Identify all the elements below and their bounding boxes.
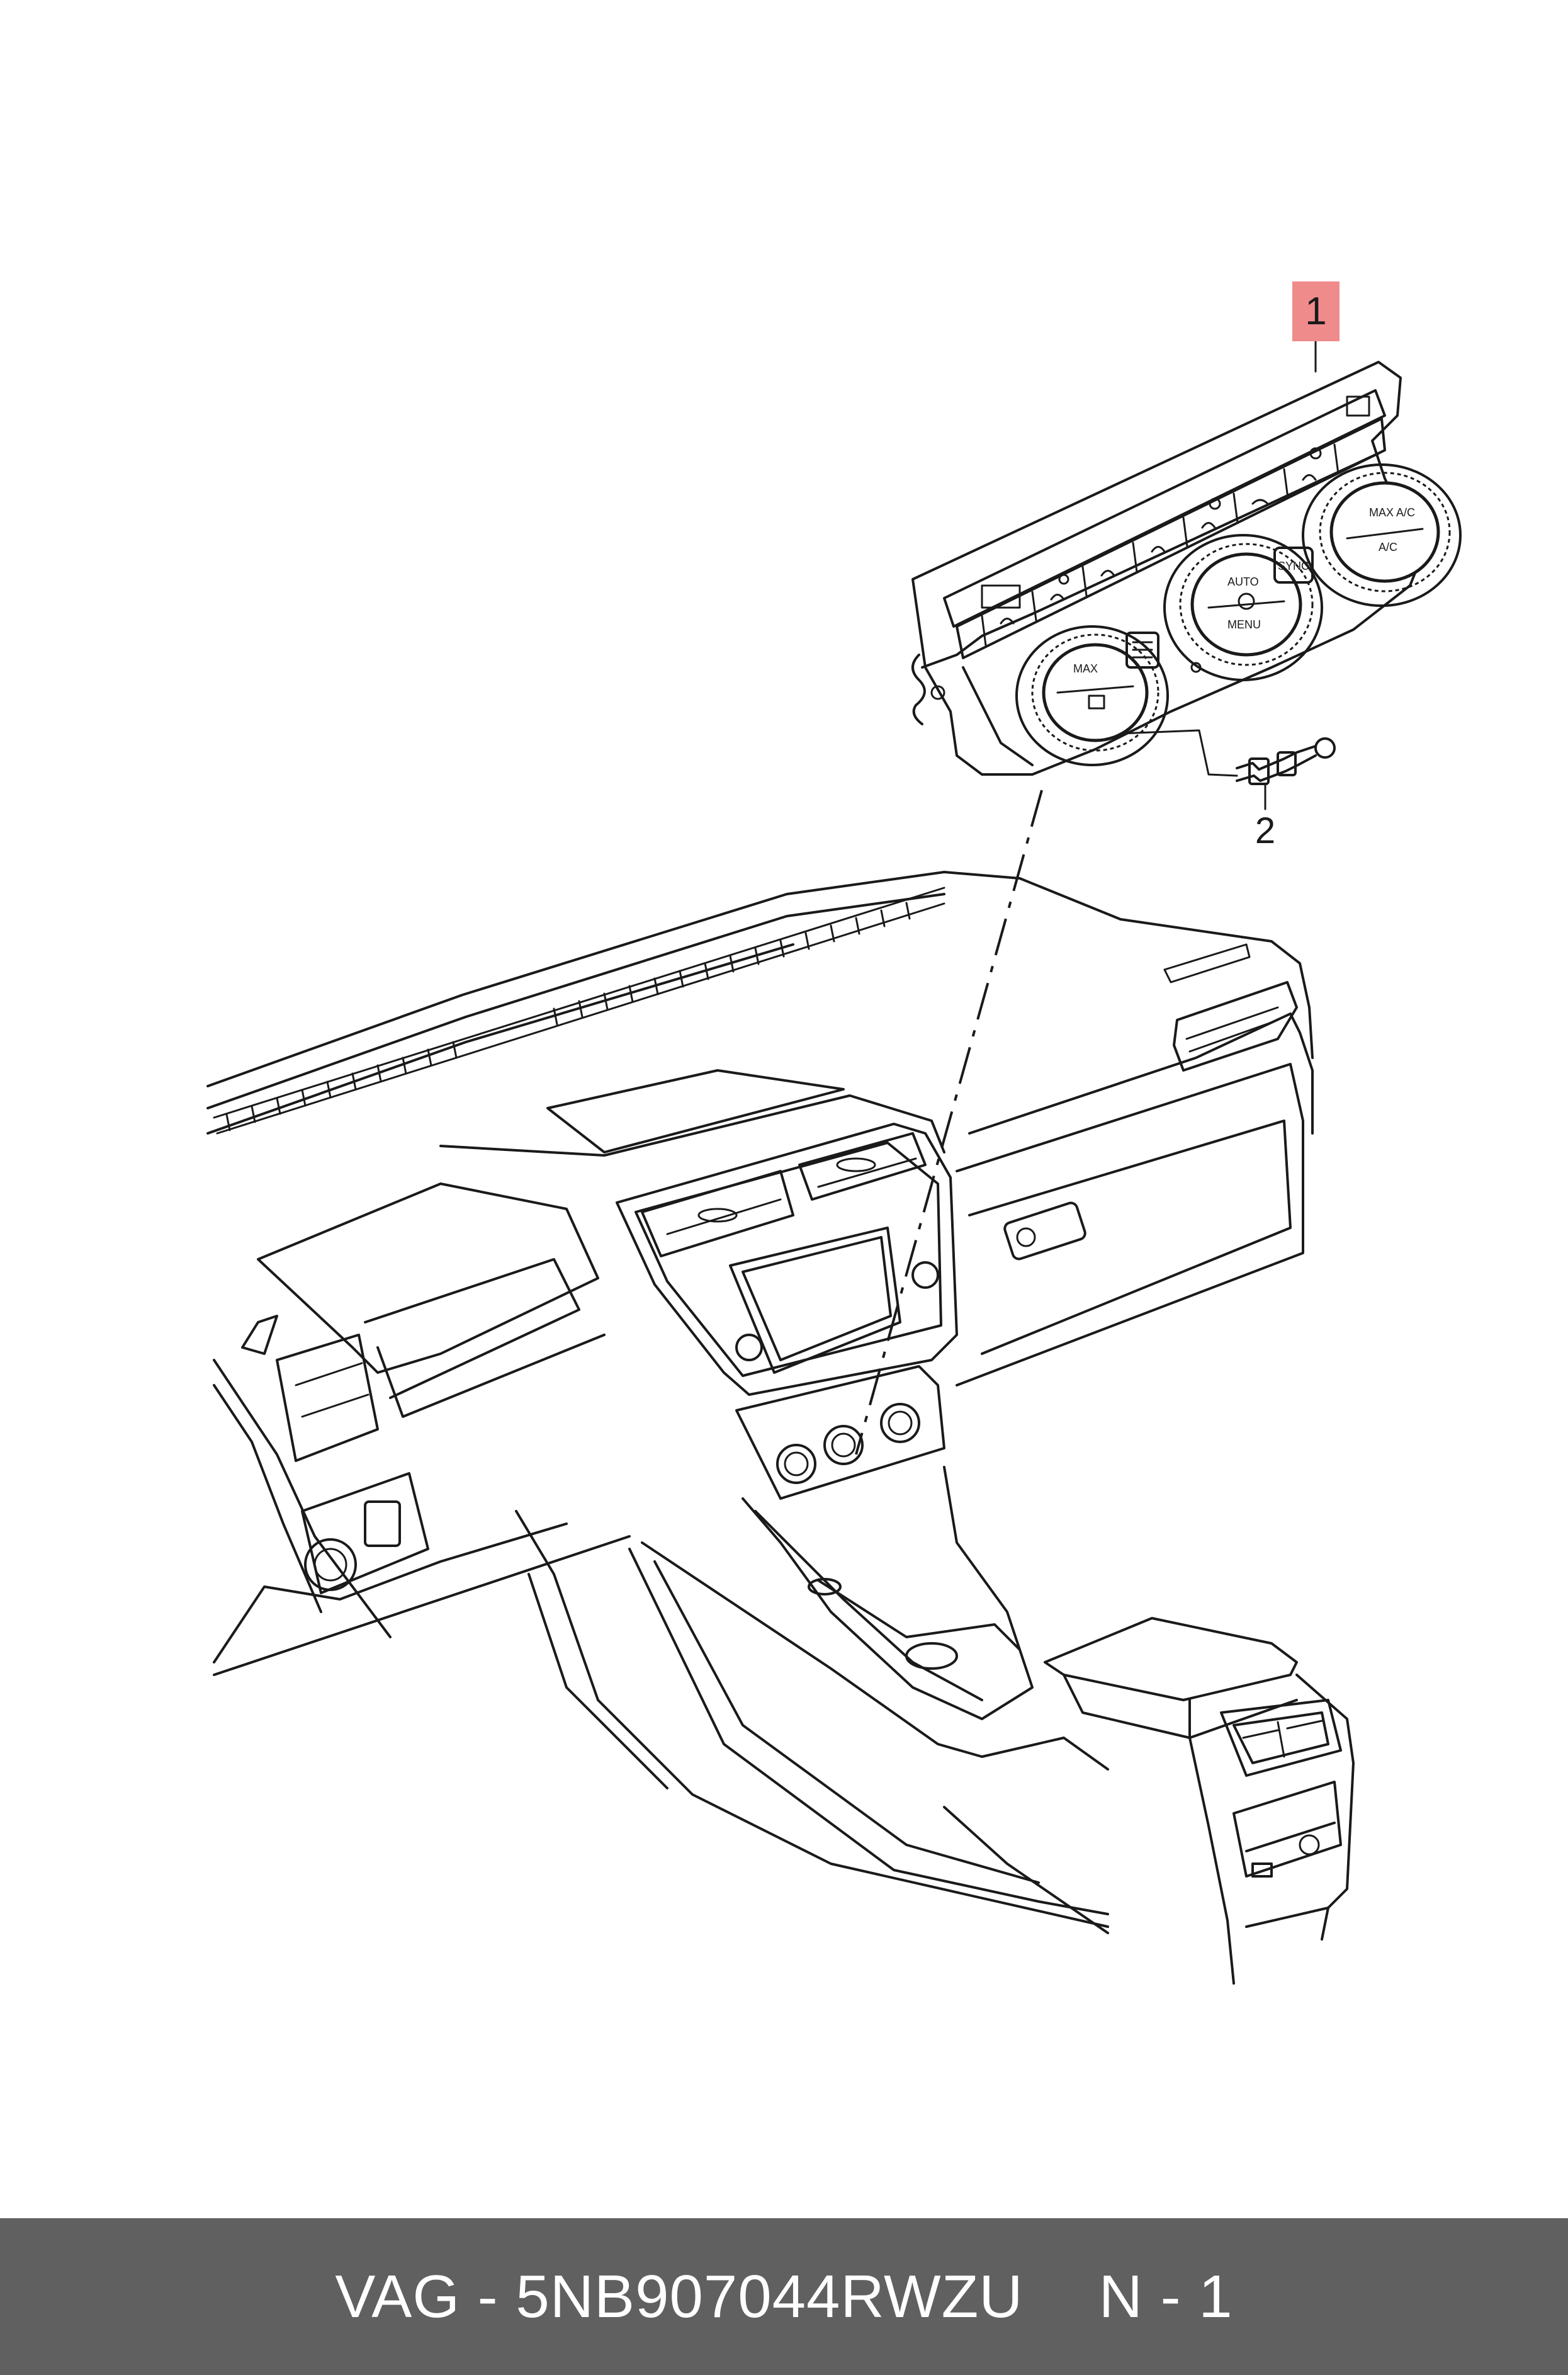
right-knob-top-label: MAX A/C [1369, 506, 1415, 519]
footer-brand: VAG [335, 2262, 460, 2330]
footer-separator: - [477, 2262, 499, 2330]
climate-control-unit: MAX AUTO MENU SYNC MA [911, 339, 1462, 776]
exploded-parts-diagram: MAX AUTO MENU SYNC MA [206, 339, 1462, 1985]
left-temperature-knob: MAX [1015, 625, 1169, 766]
center-auto-knob: AUTO MENU [1163, 534, 1323, 681]
right-ac-knob: MAX A/C A/C [1302, 463, 1462, 607]
footer-text: VAG - 5NB907044RWZU N - 1 [0, 2218, 1568, 2375]
callout-1-label: 1 [1292, 281, 1340, 341]
center-knob-bottom-label: MENU [1227, 618, 1261, 631]
center-knob-top-label: AUTO [1227, 575, 1259, 588]
left-knob-top-label: MAX [1073, 662, 1098, 675]
right-knob-bottom-label: A/C [1379, 541, 1397, 553]
dashboard-assembly [206, 871, 1355, 1985]
sync-label: SYNC [1278, 560, 1309, 572]
fan-button [1125, 632, 1159, 669]
footer-quantity: N - 1 [1098, 2262, 1233, 2330]
footer-bar: VAG - 5NB907044RWZU N - 1 [0, 2218, 1568, 2375]
callout-2-label: 2 [1255, 810, 1276, 851]
bulb-part [1119, 729, 1336, 810]
assembly-line [855, 790, 1043, 1455]
footer-part-number: 5NB907044RWZU [516, 2262, 1024, 2330]
sync-button: SYNC [1273, 547, 1314, 584]
